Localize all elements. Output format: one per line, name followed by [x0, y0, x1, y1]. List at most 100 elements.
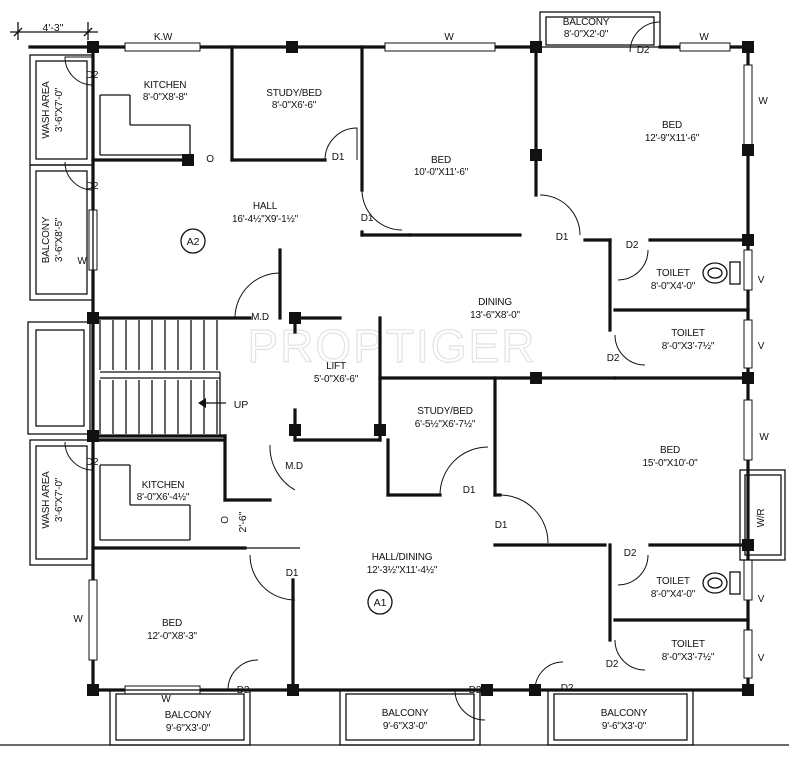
lift-size: 5'-0"X6'-6"	[314, 374, 359, 385]
column-square	[742, 144, 754, 156]
main-door-label: M.D	[251, 312, 269, 323]
door-label: D2	[607, 353, 620, 364]
door-label: D2	[469, 685, 482, 696]
bottom-balconies	[0, 689, 789, 746]
door-label: D1	[463, 485, 476, 496]
structural-columns	[87, 41, 754, 696]
door-label: D2	[637, 45, 650, 56]
door-label: D1	[556, 232, 569, 243]
column-square	[289, 312, 301, 324]
bed-bottom-right-name: BED	[660, 445, 680, 456]
toilet-r3-size: 8'-0"X4'-0"	[651, 589, 696, 600]
wash-top-name: WASH AREA	[41, 81, 52, 139]
door-label: D1	[286, 568, 299, 579]
toilet-r2-size: 8'-0"X3'-7½"	[662, 341, 715, 352]
internal-walls	[91, 11, 786, 692]
column-square	[287, 684, 299, 696]
door-label: D2	[86, 457, 99, 468]
window-label: W	[758, 96, 768, 107]
balcony-b2-size: 9'-6"X3'-0"	[383, 721, 428, 732]
hall-top-size: 16'-4½"X9'-1½"	[232, 214, 299, 225]
door-label: D2	[86, 181, 99, 192]
toilet-r4-size: 8'-0"X3'-7½"	[662, 652, 715, 663]
opening-o-label: O	[220, 516, 231, 524]
toilet-r2-name: TOILET	[671, 328, 705, 339]
ventilator-label: V	[758, 594, 765, 605]
bed-top-right-name: BED	[662, 120, 682, 131]
dimension-mid-label: 2'-6"	[237, 511, 249, 532]
bed-bottom-left-name: BED	[162, 618, 182, 629]
toilet-r4-name: TOILET	[671, 639, 705, 650]
column-square	[374, 424, 386, 436]
wr-label: W/R	[756, 509, 767, 528]
wash-bottom-name: WASH AREA	[41, 471, 52, 529]
column-square	[286, 41, 298, 53]
kitchen-bottom-size: 8'-0"X6'-4½"	[137, 492, 190, 503]
column-square	[182, 154, 194, 166]
window-label: W	[161, 694, 171, 705]
kitchen-top-name: KITCHEN	[144, 80, 187, 91]
balcony-b1-name: BALCONY	[165, 710, 212, 721]
door-label: D1	[332, 152, 345, 163]
hall-dining-name: HALL/DINING	[372, 552, 433, 563]
door-label: D1	[495, 520, 508, 531]
balcony-top-size: 8'-0"X2'-0"	[564, 29, 609, 40]
unit-a2-label: A2	[187, 236, 200, 248]
column-square	[289, 424, 301, 436]
unit-marker-a2	[180, 228, 206, 254]
study-top-size: 8'-0"X6'-6"	[272, 100, 317, 111]
door-swings	[64, 21, 661, 721]
toilet-r1-name: TOILET	[656, 268, 690, 279]
balcony-top-name: BALCONY	[563, 17, 610, 28]
toilet-fixtures	[702, 261, 741, 595]
kitchen-top-size: 8'-0"X8'-8"	[143, 92, 188, 103]
bed-top-right-size: 12'-9"X11'-6"	[645, 133, 700, 144]
main-door-label: M.D	[285, 461, 303, 472]
wash-bottom-size: 3'-6"X7'-0"	[54, 477, 65, 522]
door-label: D2	[606, 659, 619, 670]
balcony-left-name: BALCONY	[41, 216, 52, 263]
hall-top-name: HALL	[253, 201, 278, 212]
column-square	[742, 234, 754, 246]
opening-labels: D2 D2 D1 D1 D1 D2 D2 D2 M.D M.D D2 D1 D1…	[73, 32, 769, 705]
left-projections	[27, 54, 94, 566]
unit-a1-label: A1	[374, 597, 387, 609]
column-square	[530, 372, 542, 384]
window-label: W	[699, 32, 709, 43]
hall-dining-size: 12'-3½"X11'-4½"	[367, 565, 438, 576]
bed-top-mid-size: 10'-0"X11'-6"	[414, 167, 469, 178]
column-square	[742, 684, 754, 696]
column-square	[742, 41, 754, 53]
study-top-name: STUDY/BED	[266, 88, 321, 99]
door-label: D2	[237, 685, 250, 696]
column-square	[481, 684, 493, 696]
door-label: D1	[361, 213, 374, 224]
kitchen-window-label: K.W	[154, 32, 173, 43]
column-square	[742, 539, 754, 551]
study-bottom-size: 6'-5½"X6'-7½"	[415, 419, 476, 430]
dining-top-name: DINING	[478, 297, 512, 308]
column-square	[530, 41, 542, 53]
door-label: D2	[626, 240, 639, 251]
watermark-text: PROPTIGER	[248, 320, 537, 372]
column-square	[530, 149, 542, 161]
column-square	[87, 41, 99, 53]
column-square	[87, 312, 99, 324]
stair-up-label: UP	[234, 399, 249, 411]
window-label: W	[77, 256, 87, 267]
toilet-r1-size: 8'-0"X4'-0"	[651, 281, 696, 292]
balcony-b3-name: BALCONY	[601, 708, 648, 719]
balcony-b1-size: 9'-6"X3'-0"	[166, 723, 211, 734]
window-label: W	[759, 432, 769, 443]
column-square	[87, 684, 99, 696]
door-label: D2	[86, 70, 99, 81]
window-label: W	[444, 32, 454, 43]
toilet-r3-name: TOILET	[656, 576, 690, 587]
bed-top-mid-name: BED	[431, 155, 451, 166]
ventilator-label: V	[758, 275, 765, 286]
wash-top-size: 3'-6"X7'-0"	[54, 87, 65, 132]
staircase: UP	[91, 316, 252, 438]
unit-marker-a1	[367, 589, 393, 615]
kitchen-bottom-name: KITCHEN	[142, 480, 185, 491]
door-label: D2	[561, 683, 574, 694]
